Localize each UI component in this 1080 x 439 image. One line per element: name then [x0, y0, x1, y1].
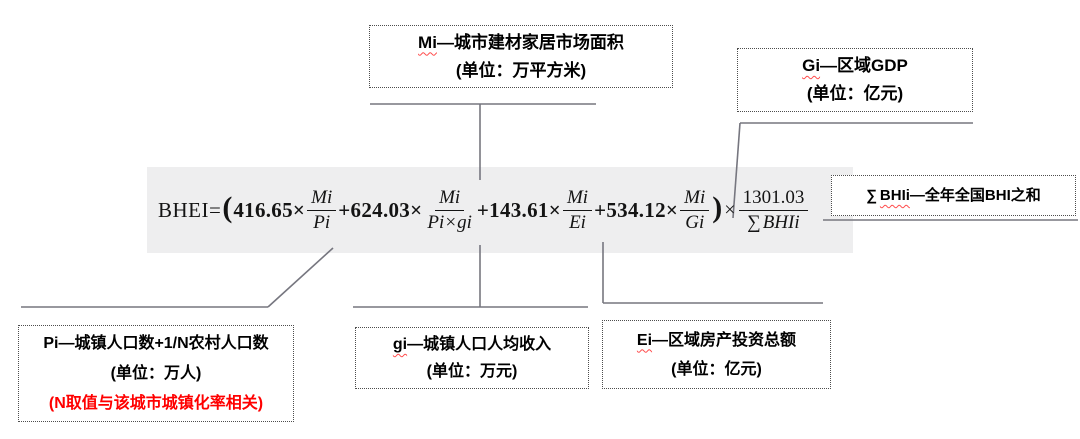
- callout-mi: Mi—城市建材家居市场面积 (单位：万平方米): [369, 25, 673, 88]
- term2-denominator: Pi×gi: [427, 211, 472, 233]
- term3-numerator: Mi: [562, 186, 593, 211]
- term3-coefficient: +143.61×: [476, 197, 561, 222]
- term2-fraction: Mi Pi×gi: [424, 186, 475, 233]
- term1-denominator: Pi: [313, 211, 331, 233]
- sum-bhi-desc: —全年全国BHI之和: [909, 187, 1041, 204]
- sum-bhi-sigma: ∑: [866, 187, 877, 204]
- callout-mi-unit: (单位：万平方米): [455, 60, 587, 80]
- term1-coefficient: 416.65×: [233, 197, 306, 222]
- callout-sum-bhi: ∑BHIi—全年全国BHI之和: [831, 175, 1076, 216]
- callout-ei-unit: (单位：亿元): [671, 360, 762, 378]
- gi-income-desc: —城镇人口人均收入: [407, 336, 552, 353]
- scale-times-sign: ×: [724, 198, 736, 221]
- callout-pi-note: (N取值与该城市城镇化率相关): [48, 394, 264, 412]
- callout-ei: Ei—区域房产投资总额 (单位：亿元): [602, 320, 831, 389]
- callout-pi-unit: (单位：万人): [110, 364, 202, 382]
- term2-numerator: Mi: [435, 186, 465, 211]
- gi-income-term: gi: [392, 336, 408, 353]
- term2-coefficient: +624.03×: [338, 197, 423, 222]
- scale-denominator: ∑BHIi: [744, 211, 802, 234]
- callout-gi-region-unit: (单位：亿元): [806, 84, 904, 103]
- term3-fraction: Mi Ei: [562, 186, 593, 233]
- pi-term: Pi: [43, 334, 59, 352]
- gi-region-desc: —区域GDP: [820, 56, 908, 75]
- sigma-symbol: ∑: [747, 211, 761, 233]
- term4-coefficient: +534.12×: [594, 197, 679, 222]
- open-paren: (: [222, 191, 233, 224]
- callout-gi-income: gi—城镇人口人均收入 (单位：万元): [355, 327, 589, 389]
- term3-denominator: Ei: [569, 211, 586, 233]
- callout-gi-income-unit: (单位：万元): [426, 363, 518, 380]
- scale-fraction: 1301.03 ∑BHIi: [738, 186, 809, 234]
- scale-denominator-var: BHIi: [762, 211, 800, 233]
- term4-denominator: Gi: [685, 211, 705, 233]
- sum-bhi-term: BHIi: [879, 187, 910, 204]
- callout-gi-region-definition: Gi—区域GDP: [738, 52, 972, 80]
- gi-region-term: Gi: [802, 56, 821, 75]
- close-paren: ): [712, 191, 723, 224]
- callout-gi-region-gdp: Gi—区域GDP (单位：亿元): [737, 48, 973, 112]
- pi-desc: —城镇人口数+1/N农村人口数: [58, 334, 269, 352]
- callout-mi-definition: Mi—城市建材家居市场面积: [370, 29, 672, 57]
- scale-numerator: 1301.03: [738, 186, 809, 211]
- term1-numerator: Mi: [307, 186, 337, 211]
- formula-lhs: BHEI=: [158, 197, 222, 222]
- mi-term: Mi: [418, 32, 437, 52]
- callout-pi: Pi—城镇人口数+1/N农村人口数 (单位：万人) (N取值与该城市城镇化率相关…: [18, 325, 294, 422]
- term4-fraction: Mi Gi: [680, 186, 710, 233]
- mi-desc: —城市建材家居市场面积: [436, 32, 624, 52]
- bhei-formula: BHEI=( 416.65× Mi Pi +624.03× Mi Pi×gi +…: [158, 167, 810, 253]
- term4-numerator: Mi: [680, 186, 710, 211]
- connector-pi-diagonal: [267, 247, 334, 308]
- term1-fraction: Mi Pi: [307, 186, 337, 233]
- callout-ei-definition: Ei—区域房产投资总额: [603, 326, 830, 355]
- callout-gi-income-definition: gi—城镇人口人均收入: [356, 331, 588, 358]
- callout-pi-definition: Pi—城镇人口数+1/N农村人口数: [19, 329, 293, 359]
- ei-desc: —区域房产投资总额: [652, 331, 797, 349]
- ei-term: Ei: [636, 331, 653, 349]
